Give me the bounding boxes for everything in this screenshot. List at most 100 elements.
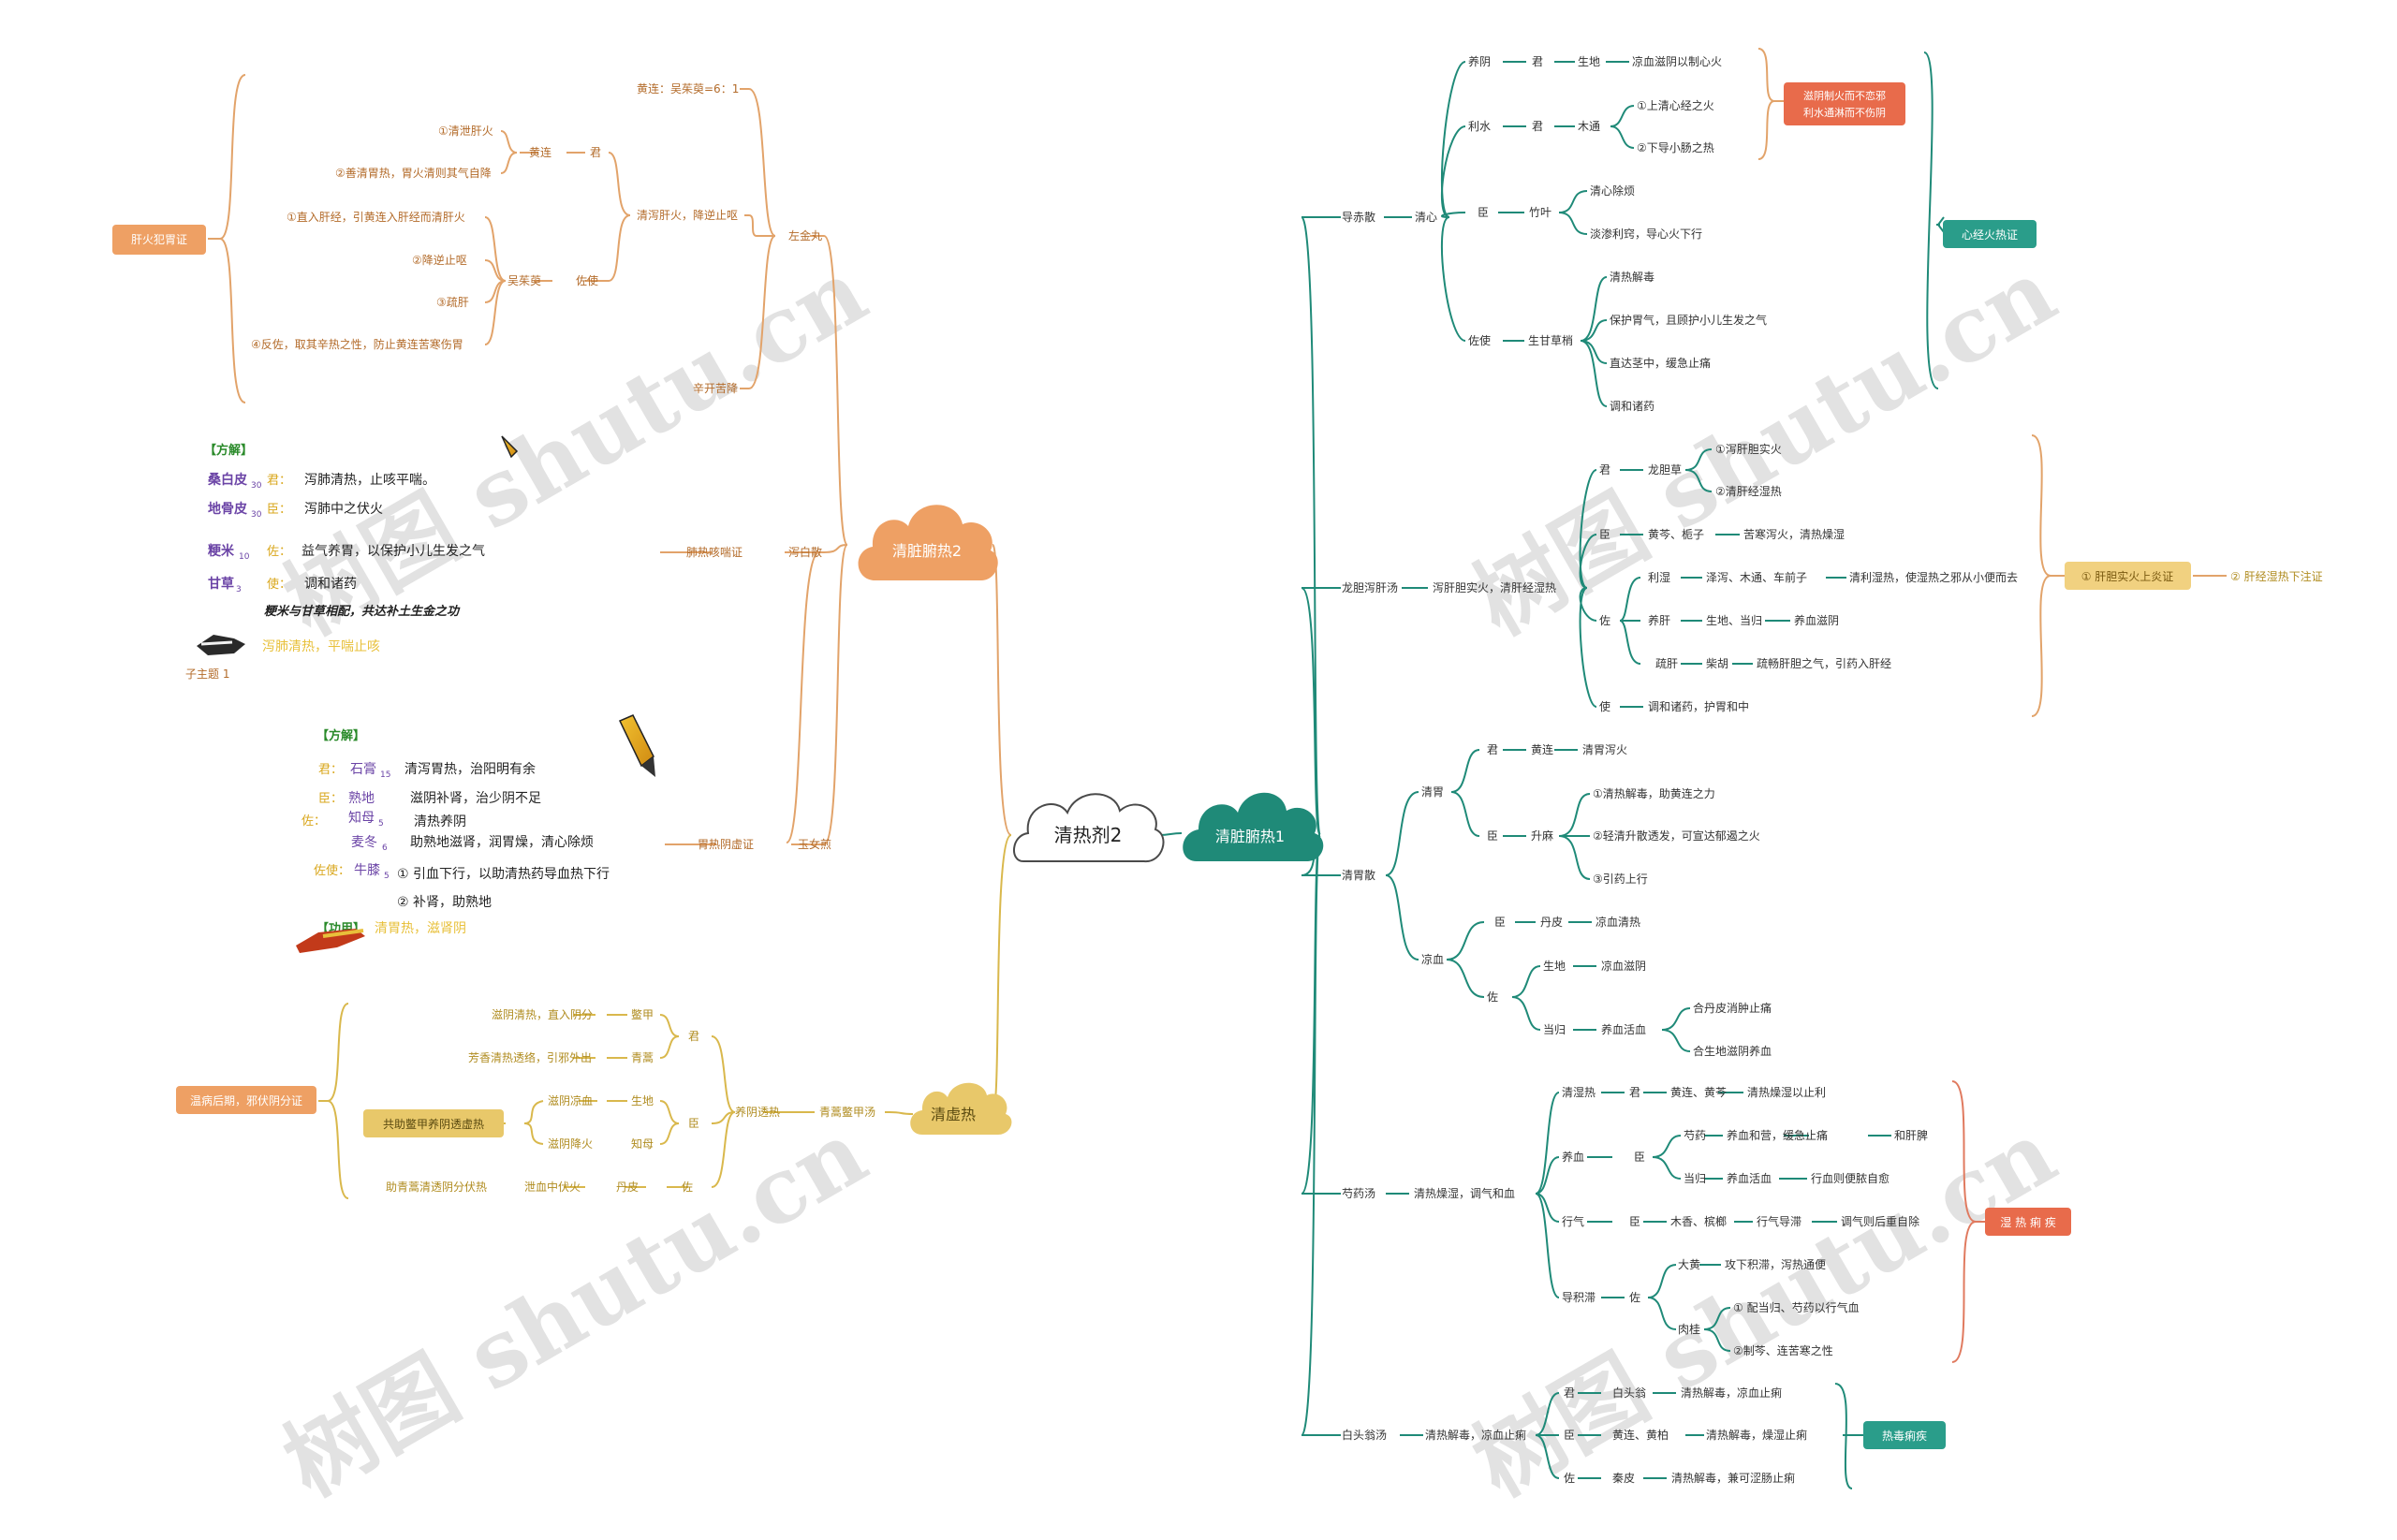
fn-w-1: ①直入肝经，引黄连入肝经而清肝火 <box>287 210 465 224</box>
herb-chaihu: 柴胡 <box>1706 657 1728 670</box>
pencil-icon <box>618 714 655 777</box>
role-jun: 君 <box>1564 1386 1575 1400</box>
fn-baitouweng: 清热解毒，凉血止痢 <box>1681 1386 1782 1400</box>
xinjing-label: 心经火热证 <box>1962 228 2018 242</box>
fn-shengdi: 凉血滋阴 <box>1601 959 1646 973</box>
baitou-name[interactable]: 白头翁汤 <box>1342 1428 1387 1442</box>
fn-ld-2: ②清肝经湿热 <box>1715 484 1782 498</box>
role-shi: 使 <box>1599 699 1610 713</box>
cloud-left-top-label: 清脏腑热2 <box>892 542 962 560</box>
qinghao-name[interactable]: 青蒿鳖甲汤 <box>819 1106 875 1119</box>
herb-huanglian-huangqin: 黄连、黄芩 <box>1670 1085 1727 1099</box>
fn-shengdi: 凉血滋阴以制心火 <box>1632 54 1722 68</box>
herb-biejia: 鳖甲 <box>631 1008 654 1021</box>
box-baitou[interactable]: 热毒痢疾 <box>1863 1421 1946 1449</box>
role-jun: 君 <box>1532 120 1543 133</box>
fn-maidong: 助熟地滋肾，润胃燥，清心除烦 <box>410 835 594 850</box>
left-branch: 左金丸 清泻肝火，降逆止呕 黄连：吴茱萸=6：1 辛开苦降 君 黄连 ①清泄肝火… <box>251 81 831 851</box>
fn-gancao-4: 调和诸药 <box>1610 400 1654 413</box>
role-jun: 君 <box>1532 55 1543 68</box>
shaoyao-name[interactable]: 芍药汤 <box>1342 1187 1375 1200</box>
fn-huangqin: 苦寒泻火，清热燥湿 <box>1743 527 1845 541</box>
root-node[interactable]: 清热剂2 <box>1013 793 1165 863</box>
box-qinghao-mid[interactable]: 共助鳖甲养阴透虚热 <box>363 1109 504 1137</box>
herb-gancao: 甘草 <box>208 576 234 592</box>
cloud-left-top[interactable]: 清脏腑热2 <box>858 505 998 580</box>
label-qingshire: 清湿热 <box>1562 1085 1596 1099</box>
fn-shi: 调和诸药，护胃和中 <box>1648 699 1749 713</box>
herb-shengdi-danggui: 生地、当归 <box>1706 614 1762 627</box>
herb-qinpi: 秦皮 <box>1612 1472 1635 1485</box>
fn-shaoyao: 养血和营，缓急止痛 <box>1727 1128 1828 1142</box>
role-zuo: 佐 <box>1629 1291 1640 1304</box>
yunv-zheng: 胃热阴虚证 <box>698 838 754 851</box>
herb-qinghao: 青蒿 <box>631 1051 654 1064</box>
fn-huanglian: 清热解毒，燥湿止痢 <box>1706 1428 1807 1442</box>
role-jun: 君 <box>688 1030 699 1043</box>
cloud-right[interactable]: 清脏腑热1 <box>1183 792 1324 861</box>
label-xingqi: 行气 <box>1562 1214 1584 1228</box>
role: 佐： <box>267 545 291 559</box>
fn-shugan: 疏畅肝胆之气，引药入肝经 <box>1757 656 1891 670</box>
fn-huanglian: 清胃泻火 <box>1582 743 1627 756</box>
zuojin-name[interactable]: 左金丸 <box>788 228 822 242</box>
box-ganhuo[interactable]: 肝火犯胃证 <box>112 225 206 255</box>
baitou-box-label: 热毒痢疾 <box>1882 1429 1927 1443</box>
herb-sangbaipi: 桑白皮 <box>208 472 247 488</box>
fn-dahuang: 攻下积滞，泻热通便 <box>1725 1258 1826 1271</box>
role-chen: 臣 <box>1478 206 1489 219</box>
role-jun: 君 <box>1487 743 1498 756</box>
label-liangxue: 凉血 <box>1421 952 1444 966</box>
subtopic-label[interactable]: 子主题 1 <box>185 667 229 681</box>
role-chen: 臣 <box>1599 528 1610 541</box>
label-xin: 清心 <box>1415 211 1437 224</box>
box-longdan-1[interactable]: ① 肝胆实火上炎证 <box>2065 562 2191 590</box>
role-jun: 君 <box>590 146 601 159</box>
baitou-fn: 清热解毒，凉血止痢 <box>1425 1428 1526 1442</box>
fn-danpi: 凉血清热 <box>1596 915 1640 929</box>
fn-shengma-2: ②轻清升散透发，可宣达郁遏之火 <box>1593 829 1760 843</box>
zuojin-fn: 清泻肝火，降逆止呕 <box>637 208 738 222</box>
fn-danggui-1: 合丹皮消肿止痛 <box>1693 1001 1772 1015</box>
xiebai-name[interactable]: 泻白散 <box>788 545 822 559</box>
longdan-name[interactable]: 龙胆泻肝汤 <box>1342 581 1398 594</box>
zuojin-xinkai: 辛开苦降 <box>693 382 738 395</box>
role-chen: 臣 <box>688 1117 699 1130</box>
fn-w-3: ③疏肝 <box>436 295 469 309</box>
qingwei-name[interactable]: 清胃散 <box>1342 868 1375 882</box>
box-daochi-summary[interactable]: 滋阴制火而不恋邪 利水通淋而不伤阴 <box>1784 82 1905 125</box>
fn-qingshire: 清热燥湿以止利 <box>1747 1085 1826 1099</box>
fn-shengma-1: ①清热解毒，助黄连之力 <box>1593 786 1715 800</box>
box-shaoyao[interactable]: 湿 热 痢 疾 <box>1985 1208 2071 1236</box>
daochi-name[interactable]: 导赤散 <box>1342 210 1375 224</box>
fn-muxiang: 行气导滞 <box>1757 1214 1801 1228</box>
role-chen: 臣 <box>1634 1151 1645 1164</box>
herb-mutong: 木通 <box>1578 120 1600 133</box>
yunv-name[interactable]: 玉女煎 <box>798 837 831 851</box>
herb-shengdi: 生地 <box>631 1094 654 1107</box>
herb-wuzhuyu: 吴茱萸 <box>507 274 541 287</box>
role: 佐： <box>301 814 326 829</box>
herb-gancao: 生甘草梢 <box>1528 333 1573 347</box>
role-chen: 臣 <box>1564 1429 1575 1442</box>
box-xinjing[interactable]: 心经火热证 <box>1943 220 2037 248</box>
xiebai-zheng: 肺热咳喘证 <box>686 546 743 559</box>
role-chen: 臣 <box>1494 916 1506 929</box>
fn-zhimu: 滋阴降火 <box>548 1137 593 1151</box>
xiebai-note: 粳米与甘草相配，共达补土生金之功 <box>264 604 461 619</box>
right-branch: 导赤散 清心 养阴 君 生地 凉血滋阴以制心火 利水 君 木通 ①上清心经之火 … <box>1342 54 2018 1485</box>
longdan-fn: 泻肝胆实火，清肝经湿热 <box>1433 580 1556 594</box>
cloud-left-bottom[interactable]: 清虚热 <box>910 1082 1012 1135</box>
xiebai-effect: 泻肺清热，平喘止咳 <box>262 638 380 654</box>
role-zuo: 佐 <box>1599 614 1610 627</box>
herb-shengdi: 生地 <box>1543 960 1566 973</box>
herb-huanglian-huangbai: 黄连、黄柏 <box>1612 1428 1669 1442</box>
cloud-right-label: 清脏腑热1 <box>1215 828 1285 845</box>
zuojin-ratio: 黄连：吴茱萸=6：1 <box>637 81 739 95</box>
fn-gancao-1: 清热解毒 <box>1610 271 1654 284</box>
box-qinghao[interactable]: 温病后期，邪伏阴分证 <box>176 1086 316 1114</box>
longdan-box1-label: ① 肝胆实火上炎证 <box>2081 569 2174 583</box>
fn-niuxi-1: ① 引血下行，以助清热药导血热下行 <box>397 867 610 882</box>
fn-w-4: ④反佐，取其辛热之性，防止黄连苦寒伤胃 <box>251 337 463 351</box>
